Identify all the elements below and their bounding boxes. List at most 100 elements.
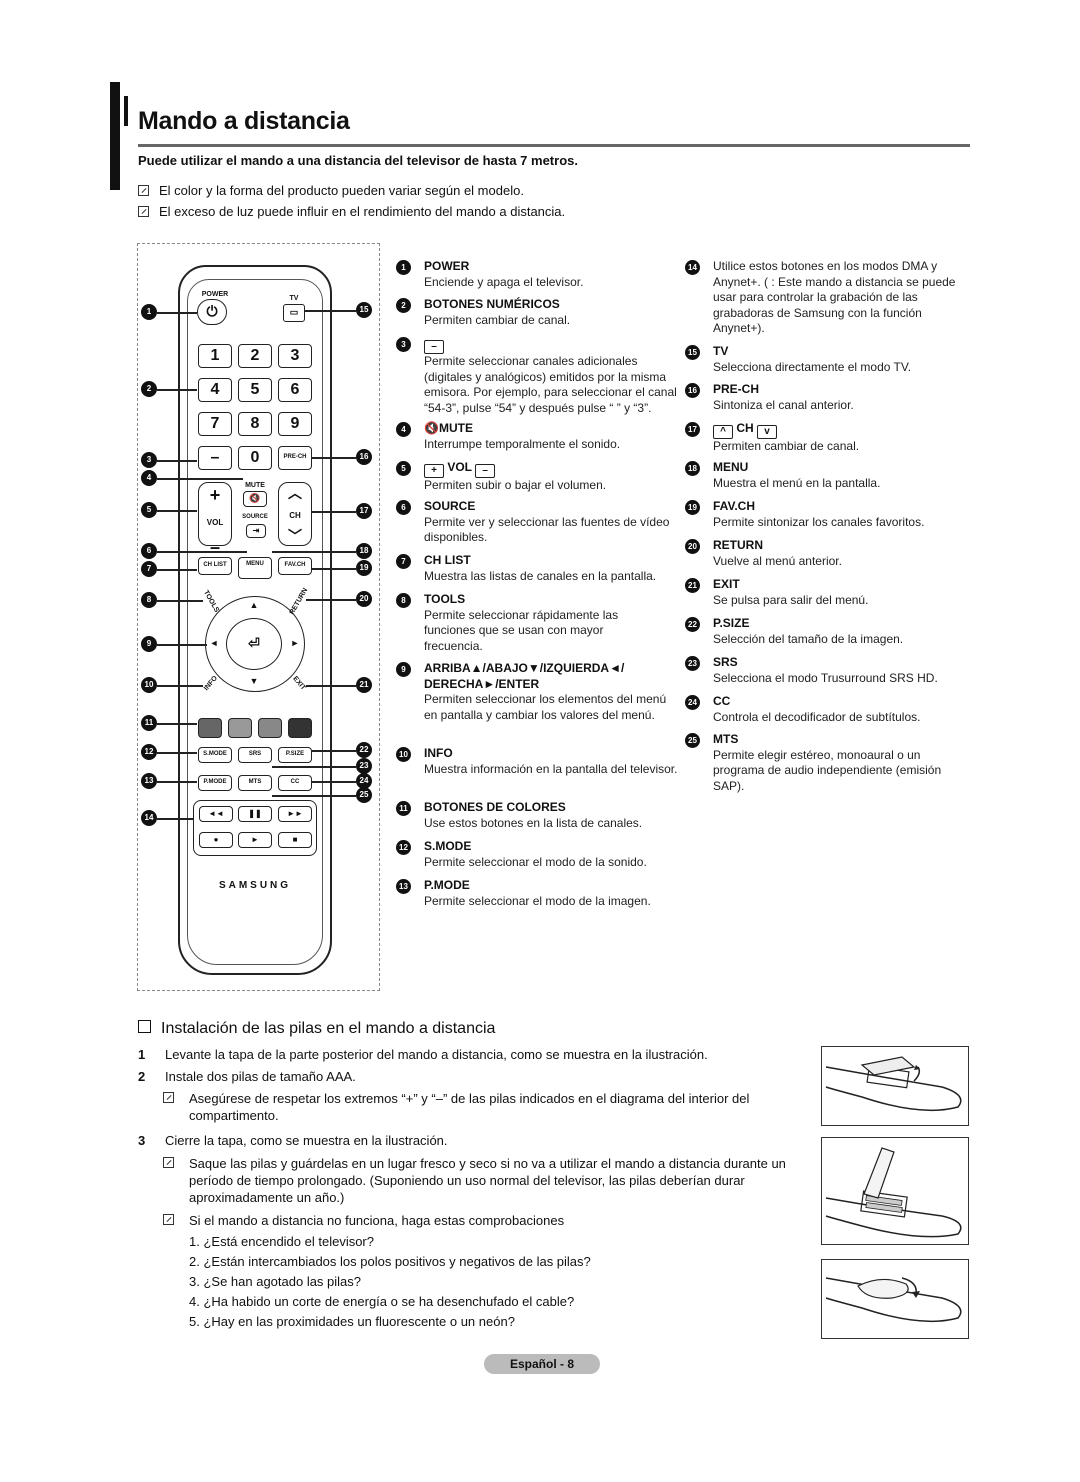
- remote-illustration-frame: [137, 243, 380, 991]
- item-psize: 22 P.SIZE Selección del tamaño de la ima…: [685, 616, 963, 647]
- item-number: 1: [396, 260, 411, 275]
- psize-button[interactable]: P.SIZE: [278, 747, 312, 763]
- callout-21: 21: [356, 677, 372, 693]
- digit-1-button[interactable]: 1: [198, 344, 232, 368]
- callout-22: 22: [356, 742, 372, 758]
- item-desc: Permite seleccionar rápidamente las func…: [424, 607, 619, 653]
- item-exit: 21 EXIT Se pulsa para salir del menú.: [685, 577, 963, 608]
- record-button[interactable]: ●: [199, 832, 233, 848]
- minus-key-icon: –: [475, 464, 496, 478]
- item-title: P.MODE: [424, 878, 470, 892]
- callout-1: 1: [141, 304, 157, 320]
- source-button[interactable]: ⇥: [246, 524, 266, 538]
- digit-3-button[interactable]: 3: [278, 344, 312, 368]
- checklist-item: 1. ¿Está encendido el televisor?: [189, 1234, 374, 1249]
- power-button[interactable]: ⏻: [197, 299, 227, 325]
- callout-line: [157, 569, 197, 571]
- battery-step-3-note-1: Saque las pilas y guárdelas en un lugar …: [163, 1155, 804, 1206]
- digit-0-button[interactable]: 0: [238, 446, 272, 470]
- pause-button[interactable]: ❚❚: [238, 806, 272, 822]
- callout-16: 16: [356, 449, 372, 465]
- pmode-button[interactable]: P.MODE: [198, 775, 232, 791]
- digit-6-button[interactable]: 6: [278, 378, 312, 402]
- item-title: P.SIZE: [713, 616, 750, 630]
- digit-4-button[interactable]: 4: [198, 378, 232, 402]
- source-label: SOURCE: [242, 514, 268, 520]
- callout-20: 20: [356, 591, 372, 607]
- fast-forward-button[interactable]: ►►: [278, 806, 312, 822]
- item-title-text: MUTE: [438, 421, 473, 435]
- power-label: POWER: [201, 291, 229, 298]
- item-desc: Interrumpe temporalmente el sonido.: [424, 436, 621, 451]
- smode-button[interactable]: S.MODE: [198, 747, 232, 763]
- item-title: BOTONES DE COLORES: [424, 800, 566, 814]
- item-desc: Permiten cambiar de canal.: [713, 439, 860, 453]
- page-number-badge: Español - 8: [484, 1354, 600, 1374]
- item-desc: Use estos botones en la lista de canales…: [424, 815, 643, 830]
- checklist-item: 2. ¿Están intercambiados los polos posit…: [189, 1254, 591, 1269]
- battery-illustration-open: [821, 1046, 969, 1126]
- volume-rocker[interactable]: +VOL–: [198, 482, 232, 557]
- step-number: 1: [138, 1047, 146, 1062]
- srs-button[interactable]: SRS: [238, 747, 272, 763]
- menu-button[interactable]: MENU: [238, 557, 272, 579]
- item-number: 23: [685, 656, 700, 671]
- page-title: Mando a distancia: [138, 107, 350, 135]
- enter-button[interactable]: ⏎: [226, 618, 282, 670]
- mute-button[interactable]: 🔇: [243, 491, 267, 507]
- digit-8-button[interactable]: 8: [238, 412, 272, 436]
- mts-button[interactable]: MTS: [238, 775, 272, 791]
- tv-button[interactable]: ▭: [283, 304, 305, 322]
- callout-23: 23: [356, 758, 372, 774]
- play-button[interactable]: ►: [238, 832, 272, 848]
- up-arrow-button[interactable]: ▲: [249, 600, 259, 610]
- digit-7-button[interactable]: 7: [198, 412, 232, 436]
- left-arrow-button[interactable]: ◄: [209, 638, 219, 648]
- item-title: EXIT: [713, 577, 740, 591]
- item-title: SOURCE: [424, 499, 476, 513]
- chlist-button[interactable]: CH LIST: [198, 557, 232, 575]
- callout-7: 7: [141, 561, 157, 577]
- right-arrow-button[interactable]: ►: [290, 638, 300, 648]
- digit-2-button[interactable]: 2: [238, 344, 272, 368]
- note-icon: [163, 1214, 174, 1225]
- note-text: Asegúrese de respetar los extremos “+” y…: [189, 1091, 750, 1123]
- down-arrow-button[interactable]: ▼: [249, 676, 259, 686]
- stop-button[interactable]: ■: [278, 832, 312, 848]
- digit-9-button[interactable]: 9: [278, 412, 312, 436]
- item-desc: Utilice estos botones en los modos DMA y…: [713, 259, 956, 335]
- brand-logo: SAMSUNG: [218, 880, 292, 891]
- item-desc: Permiten cambiar de canal.: [424, 312, 571, 327]
- item-desc: Sintoniza el canal anterior.: [713, 397, 854, 412]
- item-title: PRE-CH: [713, 382, 760, 396]
- mute-label: MUTE: [245, 482, 265, 489]
- callout-12: 12: [141, 744, 157, 760]
- color-button-yellow[interactable]: [258, 718, 282, 738]
- cc-button[interactable]: CC: [278, 775, 312, 791]
- prech-button[interactable]: PRE-CH: [278, 446, 312, 470]
- item-smode: 12 S.MODE Permite seleccionar el modo de…: [396, 839, 679, 870]
- color-button-red[interactable]: [198, 718, 222, 738]
- item-number: 12: [396, 840, 411, 855]
- digit-5-button[interactable]: 5: [238, 378, 272, 402]
- callout-19: 19: [356, 560, 372, 576]
- item-desc: Muestra el menú en la pantalla.: [713, 475, 881, 490]
- channel-rocker[interactable]: ︿CH﹀: [278, 482, 312, 546]
- item-number: 4: [396, 422, 411, 437]
- item-desc: Se pulsa para salir del menú.: [713, 592, 869, 607]
- color-button-green[interactable]: [228, 718, 252, 738]
- favch-button[interactable]: FAV.CH: [278, 557, 312, 575]
- dash-button[interactable]: –: [198, 446, 232, 470]
- battery-step-3-note-2: Si el mando a distancia no funciona, hag…: [163, 1212, 789, 1229]
- item-mts: 25 MTS Permite elegir estéreo, monoaural…: [685, 732, 963, 794]
- item-title: FAV.CH: [713, 499, 756, 513]
- page-subtitle: Puede utilizar el mando a una distancia …: [138, 153, 578, 168]
- item-number: 20: [685, 539, 700, 554]
- item-number: 6: [396, 500, 411, 515]
- item-desc: Permite seleccionar canales adicionales …: [424, 354, 677, 415]
- item-number: 18: [685, 461, 700, 476]
- callout-24: 24: [356, 773, 372, 789]
- item-title: CC: [713, 694, 731, 708]
- color-button-blue[interactable]: [288, 718, 312, 738]
- rewind-button[interactable]: ◄◄: [199, 806, 233, 822]
